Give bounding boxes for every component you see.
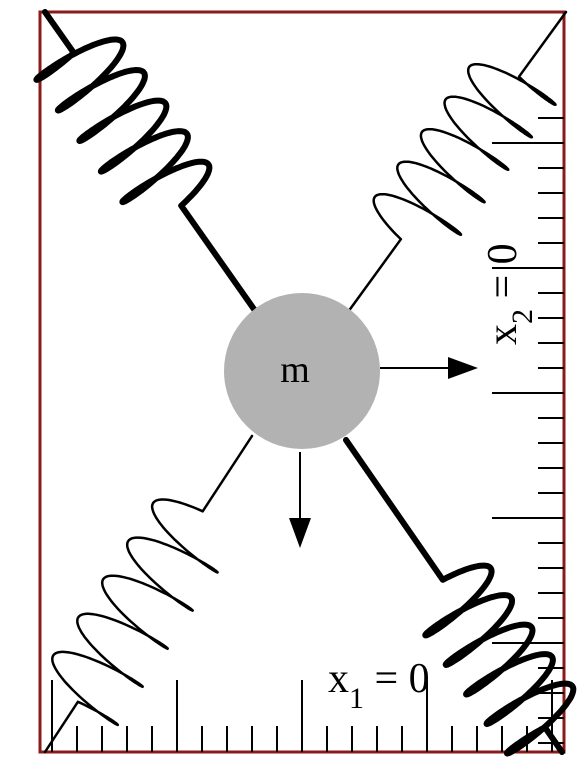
x2-equals-zero: = 0 xyxy=(480,243,526,309)
right-scale xyxy=(492,117,564,744)
x1-equals-zero: = 0 xyxy=(364,656,430,702)
x1-subscript: 1 xyxy=(349,682,364,715)
mass-ball xyxy=(224,293,380,449)
x1-base: x xyxy=(328,656,349,702)
spring-upper-right xyxy=(346,10,568,314)
x2-zero-label: x2 = 0 xyxy=(480,243,539,345)
mass-label: m xyxy=(280,349,310,391)
spring-upper-left xyxy=(33,9,259,315)
arrow-down xyxy=(289,452,311,548)
spring-lower-right xyxy=(343,437,577,757)
x2-subscript: 2 xyxy=(506,309,539,324)
x2-base: x xyxy=(480,324,526,345)
spring-lower-left xyxy=(43,434,254,754)
arrow-right xyxy=(380,357,478,379)
x1-zero-label: x1 = 0 xyxy=(328,656,430,715)
